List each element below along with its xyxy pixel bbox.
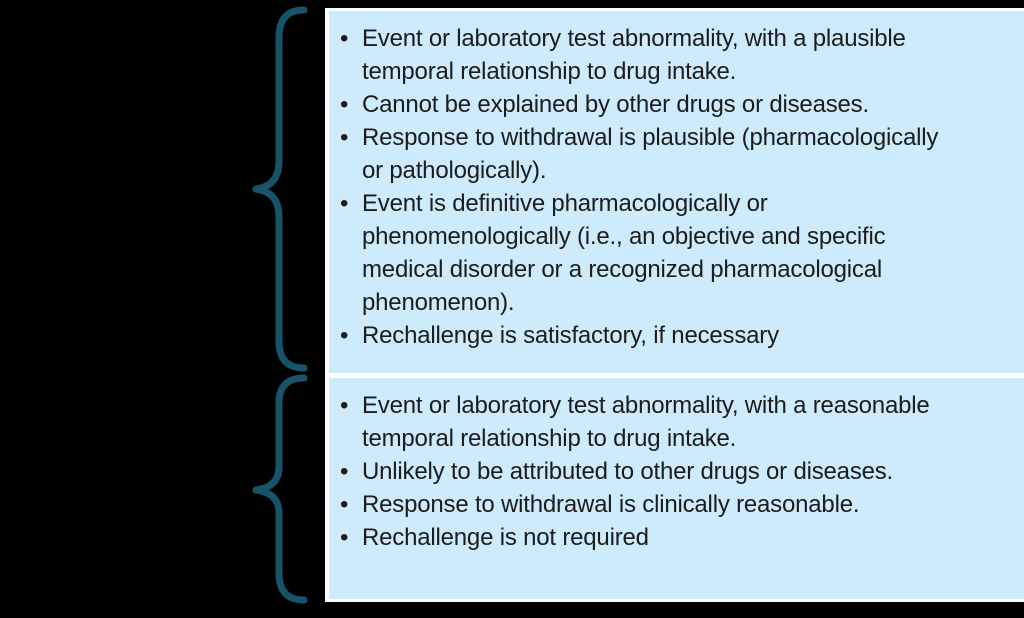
criteria-boxes-container: • Event or laboratory test abnormality, …	[325, 8, 1024, 602]
bullet-text: Event or laboratory test abnormality, wi…	[362, 392, 930, 452]
bullet-text: Response to withdrawal is plausible (pha…	[362, 124, 939, 184]
bullet-icon: •	[340, 524, 349, 551]
top-criteria-box: • Event or laboratory test abnormality, …	[329, 11, 1024, 373]
bullet-icon: •	[340, 91, 349, 118]
curly-brace-top	[252, 6, 308, 372]
bullet-text: Rechallenge is satisfactory, if necessar…	[362, 322, 779, 349]
bullet-item: • Rechallenge is not required	[338, 521, 962, 554]
bullet-text: Rechallenge is not required	[362, 524, 649, 551]
bullet-icon: •	[340, 124, 349, 151]
bullet-item: • Response to withdrawal is plausible (p…	[338, 121, 962, 187]
bullet-icon: •	[340, 25, 349, 52]
bullet-icon: •	[340, 458, 349, 485]
bullet-item: • Event is definitive pharmacologically …	[338, 187, 962, 319]
bullet-icon: •	[340, 322, 349, 349]
bullet-text: Cannot be explained by other drugs or di…	[362, 91, 869, 118]
bullet-icon: •	[340, 190, 349, 217]
bullet-item: • Unlikely to be attributed to other dru…	[338, 455, 962, 488]
bullet-item: • Response to withdrawal is clinically r…	[338, 488, 962, 521]
bullet-text: Event is definitive pharmacologically or…	[362, 190, 886, 316]
top-criteria-list: • Event or laboratory test abnormality, …	[329, 11, 1024, 360]
bottom-criteria-box: • Event or laboratory test abnormality, …	[329, 378, 1024, 599]
bullet-text: Unlikely to be attributed to other drugs…	[362, 458, 894, 485]
bullet-text: Response to withdrawal is clinically rea…	[362, 491, 860, 518]
bullet-text: Event or laboratory test abnormality, wi…	[362, 25, 906, 85]
bottom-criteria-list: • Event or laboratory test abnormality, …	[329, 378, 1024, 562]
bullet-item: • Cannot be explained by other drugs or …	[338, 88, 962, 121]
bullet-item: • Event or laboratory test abnormality, …	[338, 22, 962, 88]
bullet-item: • Rechallenge is satisfactory, if necess…	[338, 319, 962, 352]
bullet-icon: •	[340, 392, 349, 419]
bullet-item: • Event or laboratory test abnormality, …	[338, 389, 962, 455]
curly-brace-bottom	[252, 374, 308, 604]
bullet-icon: •	[340, 491, 349, 518]
